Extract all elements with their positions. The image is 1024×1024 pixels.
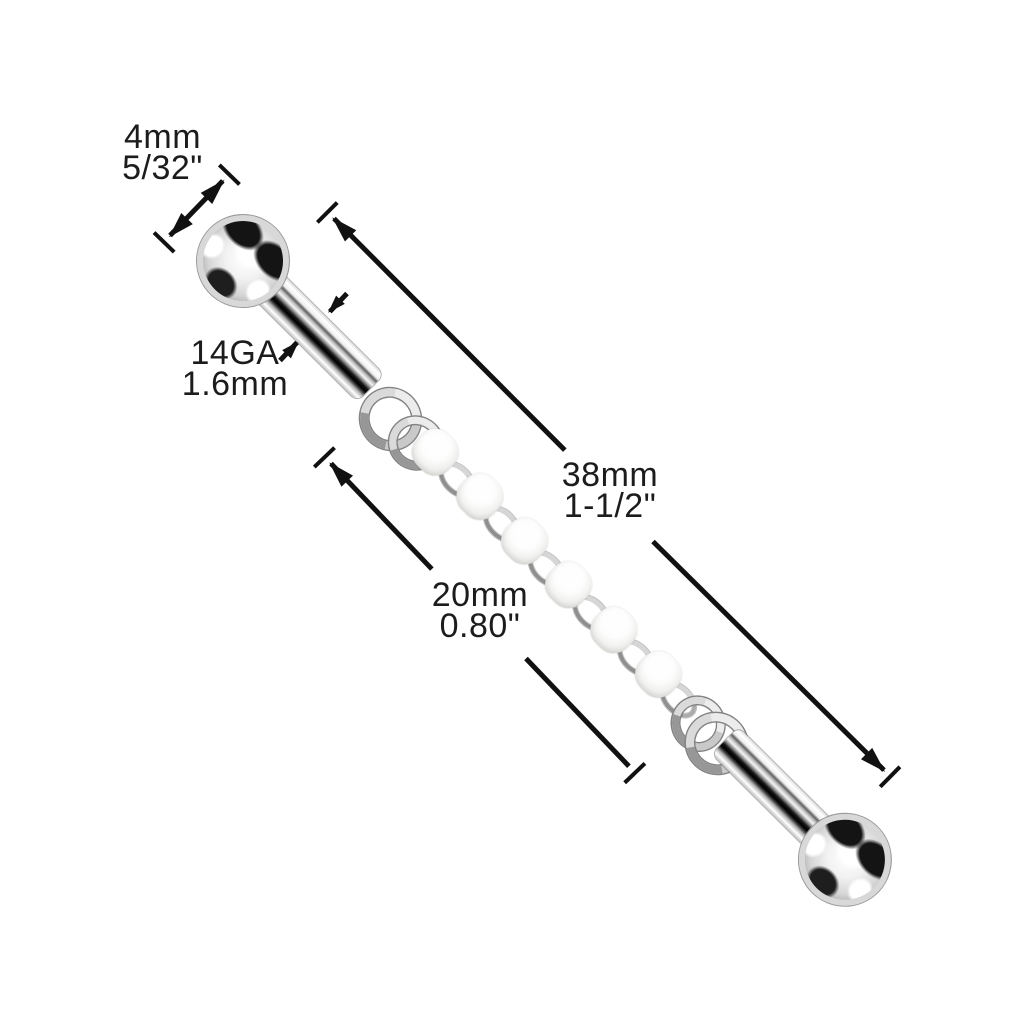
gauge-pointer-upper [324,291,349,318]
arrowhead-icon [323,456,354,487]
overall-length-label: 38mm 1-1/2" [530,456,690,525]
bar-length-label: 20mm 0.80" [400,576,560,645]
arrowhead-icon [861,747,892,778]
arrowhead-icon [324,295,346,318]
gauge-line2: 1.6mm [181,365,289,403]
ball-size-imperial: 5/32" [122,149,203,187]
overall-length-imperial: 1-1/2" [563,487,657,525]
ball-size-label: 4mm 5/32" [90,118,235,187]
gauge-label: 14GA 1.6mm [160,334,310,403]
ball-size-metric: 4mm [123,118,202,156]
bar-length-arrow-lower [524,656,647,784]
arrowhead-icon [162,212,193,243]
bar-length-arrow-upper [313,445,434,571]
arrowhead-icon [326,211,357,242]
overall-length-metric: 38mm [561,456,659,494]
gauge-line1: 14GA [190,334,280,372]
bar-length-metric: 20mm [431,576,529,614]
dimension-tick [623,761,647,784]
bar-length-imperial: 0.80" [439,607,521,645]
